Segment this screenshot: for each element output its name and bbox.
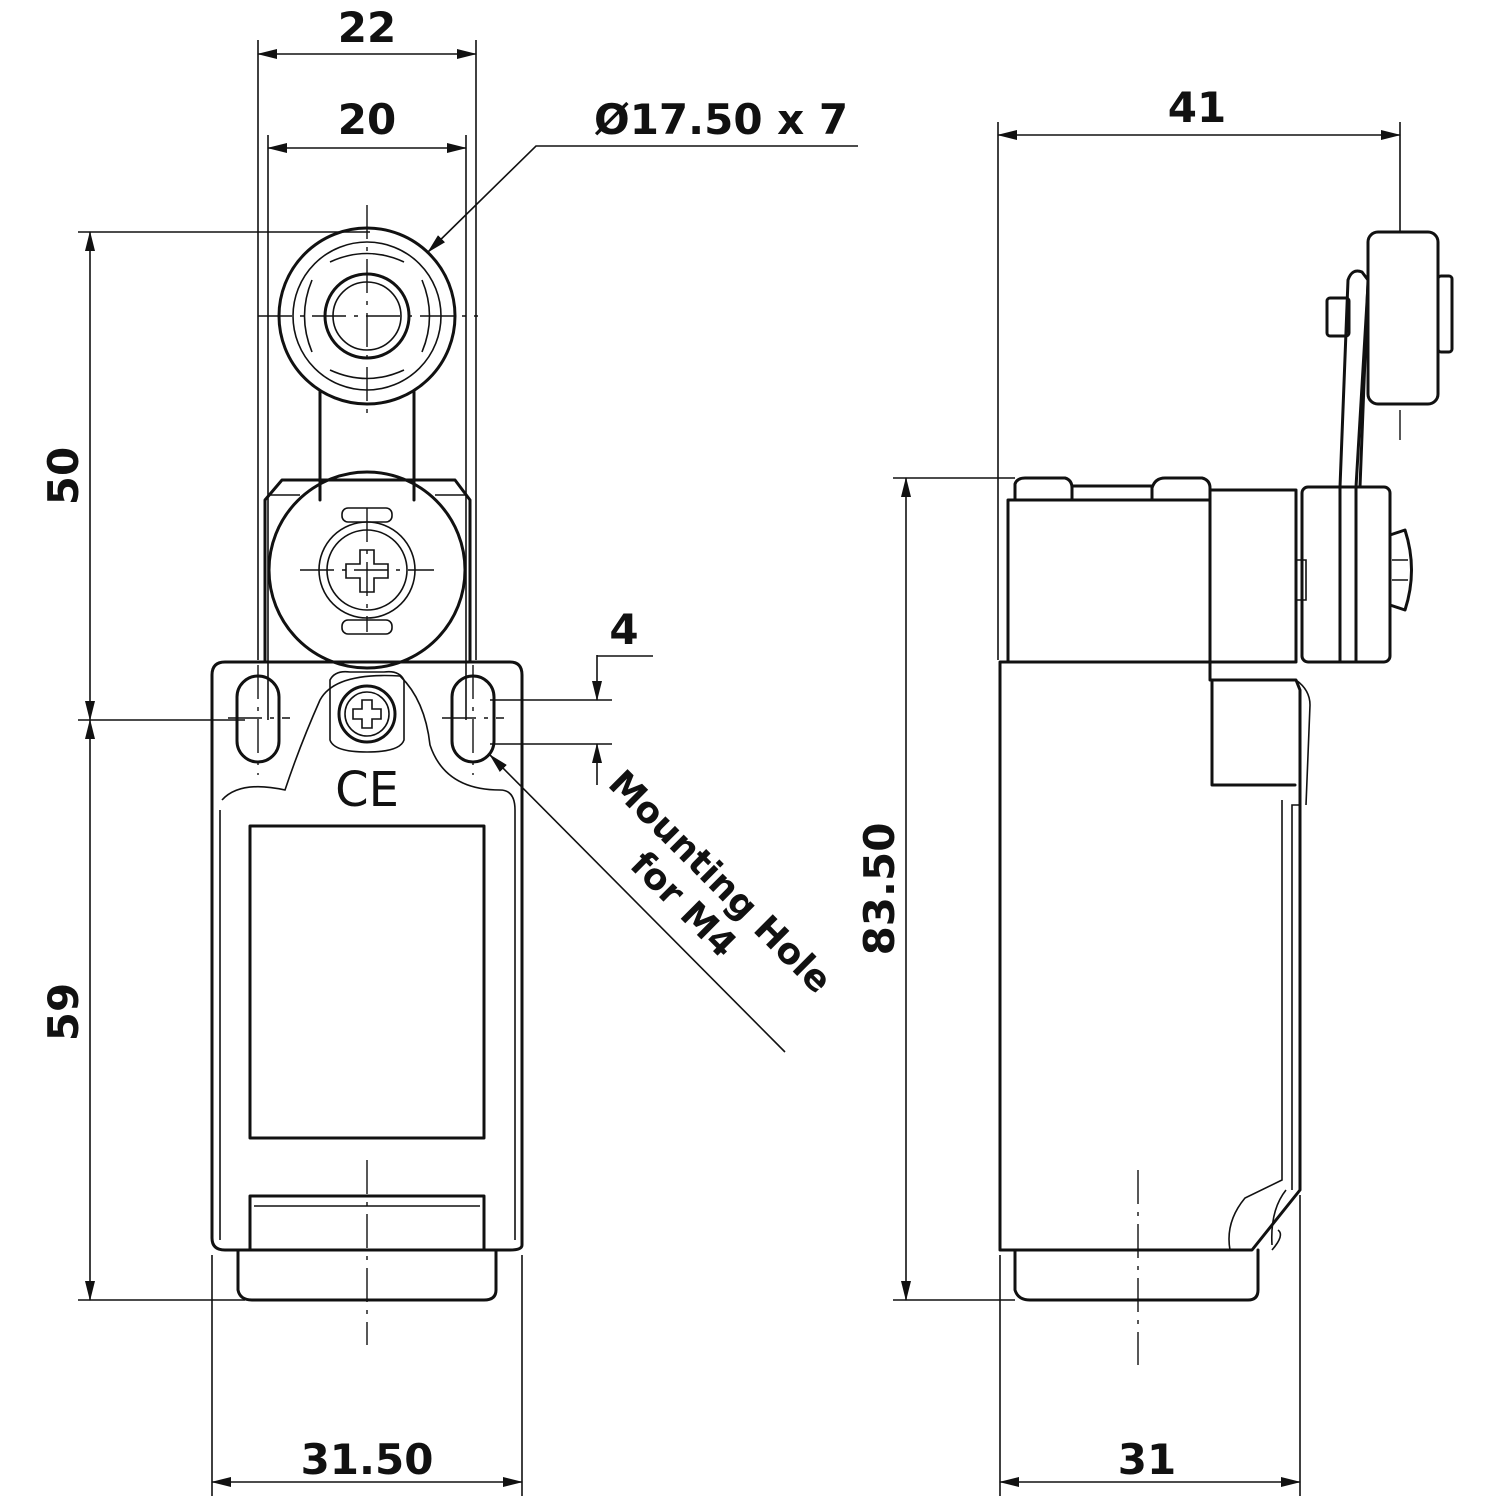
lever-screw-icon	[345, 549, 389, 593]
side-roller	[1325, 230, 1454, 406]
switch-body	[210, 660, 524, 1302]
ce-mark: CE	[335, 762, 399, 818]
dim-body-height: 59	[39, 983, 88, 1041]
dim-body-width: 31.50	[301, 1435, 434, 1484]
side-lever-arm	[1338, 269, 1370, 489]
side-lever-hub	[1300, 485, 1413, 664]
dim-lever-height: 50	[39, 447, 88, 505]
front-view: CE	[210, 205, 524, 1345]
dim-side-height: 83.50	[855, 823, 904, 956]
head-caps	[1013, 476, 1212, 502]
dim-roller-size: Ø17.50 x 7	[594, 95, 848, 144]
dimension-labels: 22 20 Ø17.50 x 7 50 59 4 31.50 41 83.50 …	[39, 3, 1226, 1484]
side-head	[1006, 498, 1212, 664]
dim-roller-span-outer: 22	[338, 3, 396, 52]
dim-side-reach: 41	[1168, 83, 1226, 132]
head-housing	[263, 478, 472, 664]
side-body	[998, 660, 1311, 1302]
dim-side-depth: 31	[1118, 1435, 1176, 1484]
dimension-lines	[78, 40, 1401, 1496]
dim-mounting-offset: 4	[609, 605, 638, 654]
side-view	[998, 230, 1454, 1365]
dim-roller-span-inner: 20	[338, 95, 396, 144]
cover-screw-icon	[329, 670, 405, 753]
mounting-hole-note: Mounting Hole for M4	[600, 763, 839, 1002]
